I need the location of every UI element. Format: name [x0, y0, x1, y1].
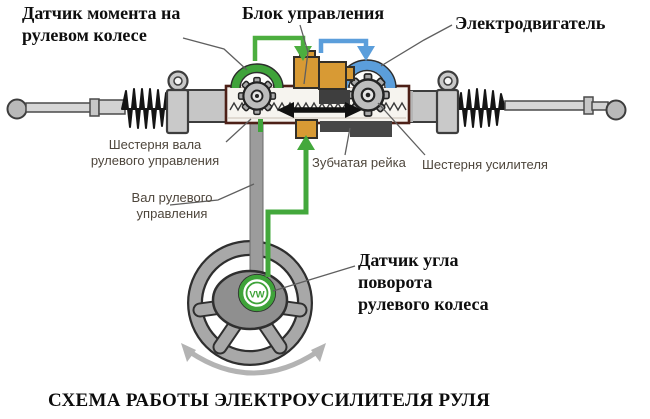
right-tie-rod [404, 70, 627, 135]
leader-shaft-gear [225, 118, 252, 143]
vw-logo: VW [237, 273, 277, 313]
under-rack-plate [320, 121, 360, 132]
label-shaft-gear-line2: рулевого управления [90, 153, 220, 168]
right-mount-bracket [435, 88, 460, 135]
label-angle-sensor-line3: рулевого колеса [358, 294, 489, 314]
label-angle-sensor-line1: Датчик угла [358, 250, 459, 270]
label-steering-shaft-line1: Вал рулевого [131, 190, 213, 205]
label-torque-sensor-line2: рулевом колесе [22, 25, 147, 45]
leader-booster-gear [377, 102, 426, 156]
leader-angle-sensor [272, 265, 356, 292]
wheel-hub: VW [211, 269, 289, 331]
torque-signal-arrow-green [252, 35, 312, 61]
left-mount-bracket [165, 88, 190, 135]
right-bellows [457, 88, 506, 128]
under-rack-plate2 [350, 121, 392, 137]
vw-logo-text: VW [249, 290, 264, 301]
label-torque-sensor: Датчик момента на рулевом колесе [22, 2, 180, 46]
left-tie-rod [6, 70, 231, 135]
leader-steering-shaft [169, 183, 255, 206]
ecu-lower-connector [295, 119, 318, 139]
label-booster-gear: Шестерня усилителя [422, 157, 548, 172]
angle-signal-arrow-green [265, 135, 315, 277]
label-control-unit: Блок управления [242, 3, 385, 23]
leader-lines [169, 24, 453, 292]
diagram-title: СХЕМА РАБОТЫ ЭЛЕКТРОУСИЛИТЕЛЯ РУЛЯ [48, 390, 491, 411]
sensor-pinion-stub [258, 119, 263, 132]
leader-electric-motor [380, 24, 453, 67]
rotation-arrow [181, 343, 326, 376]
label-steering-shaft-line2: управления [136, 206, 208, 221]
left-bellows [121, 88, 170, 129]
rack-travel-arrow [277, 102, 362, 118]
label-shaft-gear: Шестерня вала рулевого управления [85, 137, 225, 169]
leader-torque-sensor [182, 37, 248, 71]
label-steering-shaft: Вал рулевого управления [128, 190, 216, 222]
label-shaft-gear-line1: Шестерня вала [108, 137, 202, 152]
leader-rack [344, 127, 351, 156]
motor-command-arrow-blue [318, 38, 375, 61]
label-electric-motor: Электродвигатель [455, 13, 606, 33]
label-torque-sensor-line1: Датчик момента на [22, 3, 181, 23]
label-angle-sensor: Датчик угла поворота рулевого колеса [358, 249, 489, 315]
label-angle-sensor-line2: поворота [358, 272, 433, 292]
steering-shaft [249, 111, 264, 291]
steering-shaft-gear [237, 76, 277, 116]
label-rack: Зубчатая рейка [312, 155, 406, 170]
leader-control-unit [299, 24, 309, 85]
